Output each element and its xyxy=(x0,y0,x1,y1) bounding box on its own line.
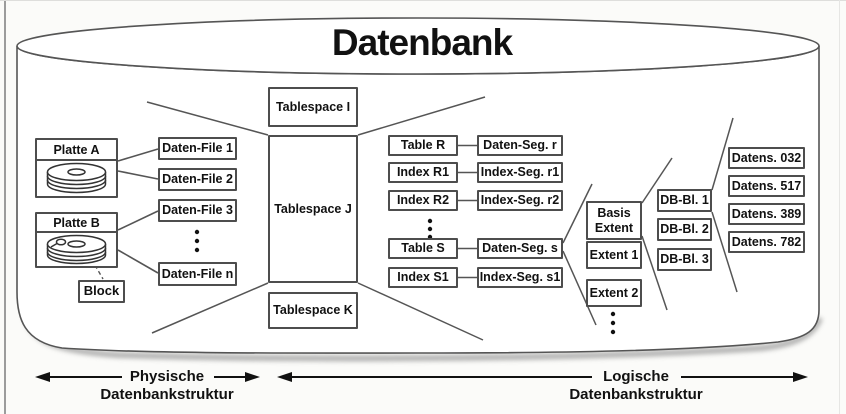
daten-file-2-box: Daten-File 2 xyxy=(158,168,237,191)
record-389-box: Datens. 389 xyxy=(728,203,805,225)
tablespace-i-box: Tablespace I xyxy=(268,87,358,127)
vertical-ellipsis-dots xyxy=(194,218,616,335)
logical-axis-arrow xyxy=(277,372,808,382)
index-s1-box: Index S1 xyxy=(388,267,458,288)
disk-platte-b-label: Platte B xyxy=(37,214,116,233)
extent-1-box: Extent 1 xyxy=(586,241,642,269)
expansion-fan-lines xyxy=(146,96,738,341)
index-seg-s1-box: Index-Seg. s1 xyxy=(477,267,563,288)
table-to-segment-connectors xyxy=(458,144,477,279)
disk-platte-a: Platte A xyxy=(35,138,118,198)
page-frame-left xyxy=(4,0,6,414)
physical-axis-arrow xyxy=(35,372,260,382)
tablespace-j-box: Tablespace J xyxy=(268,135,358,283)
page-frame-right xyxy=(839,0,840,414)
disk-to-file-connectors xyxy=(117,148,159,274)
physical-structure-label-line2: Datenbankstruktur xyxy=(100,386,234,403)
disk-stack-icon-with-block-marker xyxy=(37,233,116,266)
daten-file-3-box: Daten-File 3 xyxy=(158,199,237,222)
db-block-3-box: DB-Bl. 3 xyxy=(657,248,712,271)
db-block-1-box: DB-Bl. 1 xyxy=(657,189,712,212)
daten-file-1-box: Daten-File 1 xyxy=(158,137,237,160)
daten-seg-r-box: Daten-Seg. r xyxy=(477,135,563,156)
record-517-box: Datens. 517 xyxy=(728,175,805,197)
logical-structure-label-line2: Datenbankstruktur xyxy=(569,386,703,403)
db-block-2-box: DB-Bl. 2 xyxy=(657,218,712,241)
daten-seg-s-box: Daten-Seg. s xyxy=(477,238,563,259)
physical-structure-label-line1: Physische xyxy=(129,368,205,385)
block-box: Block xyxy=(78,280,125,303)
table-r-box: Table R xyxy=(388,135,458,156)
disk-platte-a-label: Platte A xyxy=(37,140,116,161)
daten-file-n-box: Daten-File n xyxy=(158,262,237,286)
record-032-box: Datens. 032 xyxy=(728,147,805,169)
cylinder-shadow xyxy=(23,315,823,362)
table-s-box: Table S xyxy=(388,238,458,259)
page-frame-top xyxy=(0,0,846,1)
index-r1-box: Index R1 xyxy=(388,162,458,183)
logical-structure-label-line1: Logische xyxy=(603,368,669,385)
index-r2-box: Index R2 xyxy=(388,190,458,211)
block-marker-icon xyxy=(55,238,67,246)
disk-stack-icon xyxy=(37,161,116,196)
index-seg-r2-box: Index-Seg. r2 xyxy=(477,190,563,211)
record-782-box: Datens. 782 xyxy=(728,231,805,253)
index-seg-r1-box: Index-Seg. r1 xyxy=(477,162,563,183)
extent-2-box: Extent 2 xyxy=(586,279,642,307)
disk-platte-b: Platte B xyxy=(35,212,118,268)
diagram-title: Datenbank xyxy=(331,22,513,63)
tablespace-k-box: Tablespace K xyxy=(268,292,358,329)
database-cylinder-top xyxy=(16,17,820,75)
basis-extent-box: Basis Extent xyxy=(586,201,642,240)
